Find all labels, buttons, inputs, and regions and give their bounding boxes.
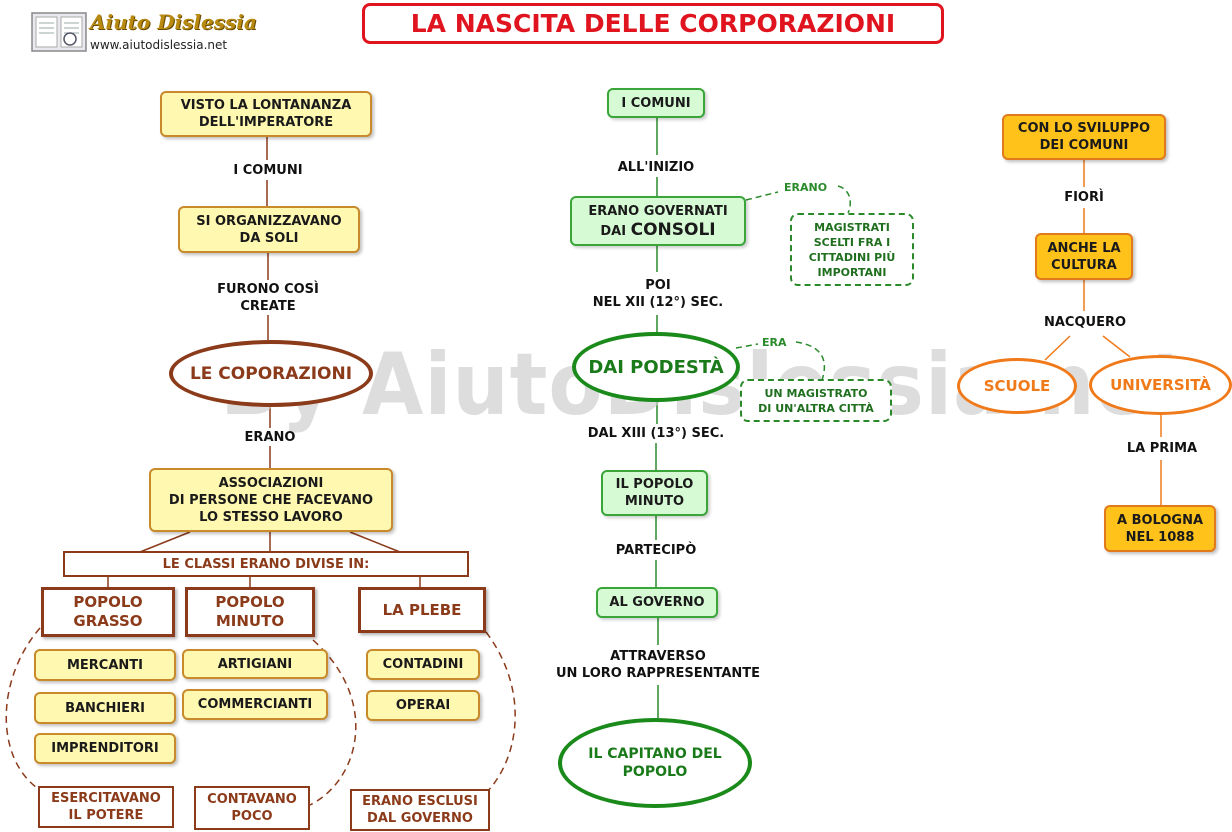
item-artigiani: ARTIGIANI <box>182 649 328 679</box>
node-i-comuni: I COMUNI <box>607 88 705 118</box>
consoli-line1: ERANO GOVERNATI <box>588 203 728 219</box>
page-title: LA NASCITA DELLE CORPORAZIONI <box>362 3 944 44</box>
item-contadini: CONTADINI <box>366 649 480 680</box>
main-node-podesta: DAI PODESTÀ <box>572 332 740 402</box>
result-esercitavano: ESERCITAVANO IL POTERE <box>38 786 174 828</box>
label-erano: ERANO <box>244 429 296 445</box>
label-nacquero: NACQUERO <box>1043 314 1127 330</box>
item-mercanti: MERCANTI <box>34 649 176 681</box>
node-scuole: SCUOLE <box>957 358 1077 414</box>
item-banchieri: BANCHIERI <box>34 692 176 724</box>
label-all-inizio: ALL'INIZIO <box>617 159 695 175</box>
node-universita: UNIVERSITÀ <box>1089 355 1232 415</box>
node-capitano-popolo: IL CAPITANO DEL POPOLO <box>558 718 752 808</box>
class-popolo-minuto: POPOLO MINUTO <box>185 587 315 637</box>
book-logo-icon <box>31 12 87 52</box>
label-poi-xii: POI NEL XII (12°) SEC. <box>592 278 724 310</box>
label-dal-xiii: DAL XIII (13°) SEC. <box>587 426 725 441</box>
node-magistrati-scelti: MAGISTRATI SCELTI FRA I CITTADINI PIÙ IM… <box>790 213 914 286</box>
node-associazioni: ASSOCIAZIONI DI PERSONE CHE FACEVANO LO … <box>149 468 393 532</box>
main-node-corporazioni: LE COPORAZIONI <box>169 340 373 407</box>
consoli-line2: DAI CONSOLI <box>600 219 716 240</box>
class-popolo-grasso: POPOLO GRASSO <box>41 587 175 637</box>
class-plebe: LA PLEBE <box>358 587 486 633</box>
label-la-prima: LA PRIMA <box>1126 440 1198 456</box>
node-popolo-minuto: IL POPOLO MINUTO <box>601 470 708 516</box>
brand-name: Aiuto Dislessia <box>90 10 257 34</box>
label-era-green: ERA <box>762 336 787 349</box>
result-esclusi: ERANO ESCLUSI DAL GOVERNO <box>350 789 490 831</box>
node-sviluppo-comuni: CON LO SVILUPPO DEI COMUNI <box>1002 114 1166 160</box>
node-magistrato-altra-citta: UN MAGISTRATO DI UN'ALTRA CITTÀ <box>740 379 892 422</box>
label-fiori: FIORÌ <box>1064 190 1104 205</box>
result-contavano: CONTAVANO POCO <box>194 786 310 830</box>
label-furono-create: FURONO COSÌ CREATE <box>217 281 319 314</box>
site-url[interactable]: www.aiutodislessia.net <box>90 38 228 52</box>
node-bologna: A BOLOGNA NEL 1088 <box>1104 505 1216 552</box>
node-si-organizzavano: SI ORGANIZZAVANO DA SOLI <box>178 206 360 253</box>
label-attraverso: ATTRAVERSO UN LORO RAPPRESENTANTE <box>555 649 761 681</box>
label-partecipo: PARTECIPÒ <box>615 543 697 558</box>
item-commercianti: COMMERCIANTI <box>182 689 328 720</box>
node-al-governo: AL GOVERNO <box>596 587 718 618</box>
node-consoli: ERANO GOVERNATI DAI CONSOLI <box>570 196 746 246</box>
node-cultura: ANCHE LA CULTURA <box>1035 233 1133 280</box>
item-imprenditori: IMPRENDITORI <box>34 733 176 764</box>
item-operai: OPERAI <box>366 690 480 721</box>
node-classi-divise: LE CLASSI ERANO DIVISE IN: <box>63 551 469 577</box>
label-erano-green: ERANO <box>784 181 828 194</box>
label-i-comuni: I COMUNI <box>233 162 303 178</box>
node-lontananza: VISTO LA LONTANANZA DELL'IMPERATORE <box>160 91 372 137</box>
